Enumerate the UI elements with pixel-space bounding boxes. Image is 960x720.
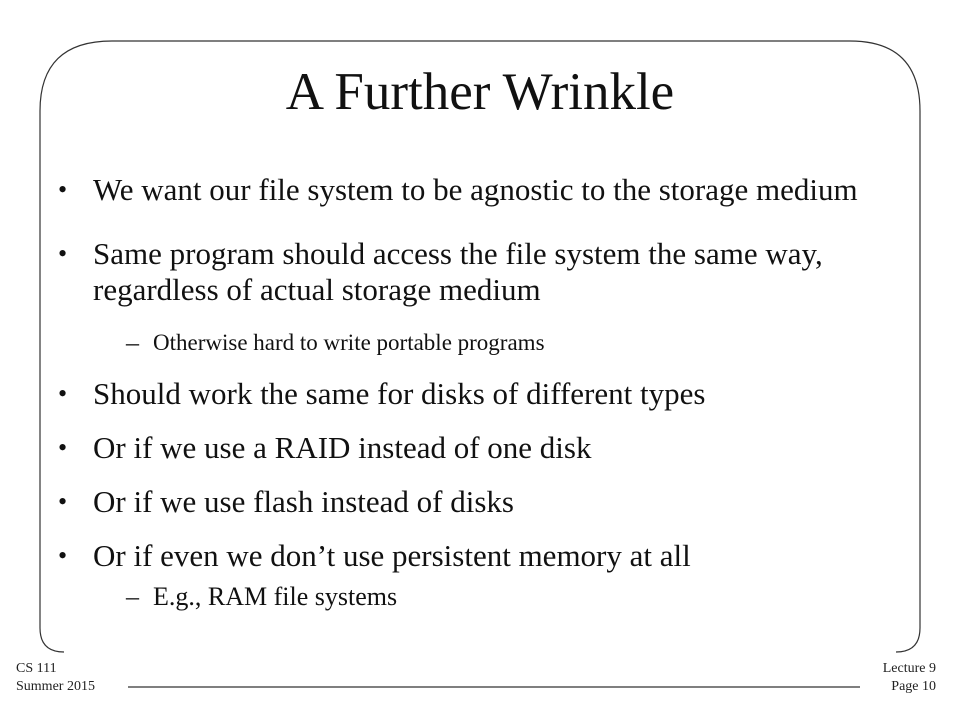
bullet-marker: •: [58, 175, 68, 204]
footer-lecture: Lecture 9: [882, 661, 936, 676]
bullet-text: Or if even we don’t use persistent memor…: [93, 538, 691, 573]
sub-item: – Otherwise hard to write portable progr…: [58, 328, 908, 358]
bullet-marker: •: [58, 239, 68, 268]
bullet-item: • Or if we use a RAID instead of one dis…: [58, 430, 908, 466]
bullet-marker: •: [58, 433, 68, 462]
bullet-text: Or if we use a RAID instead of one disk: [93, 430, 592, 465]
bullet-item: • We want our file system to be agnostic…: [58, 172, 908, 208]
bullet-text: Or if we use flash instead of disks: [93, 484, 514, 519]
bullet-text: Should work the same for disks of differ…: [93, 376, 706, 411]
footer-course-info: CS 111 Summer 2015: [16, 660, 95, 696]
bullet-text: Same program should access the file syst…: [93, 236, 823, 307]
sub-text: Otherwise hard to write portable program…: [153, 330, 545, 355]
bullet-item: • Or if we use flash instead of disks: [58, 484, 908, 520]
bullet-item: • Should work the same for disks of diff…: [58, 376, 908, 412]
sub-marker: –: [126, 328, 139, 357]
footer-page-number: Page 10: [891, 679, 936, 694]
footer-term: Summer 2015: [16, 679, 95, 694]
bullet-marker: •: [58, 541, 68, 570]
bullet-item: • Or if even we don’t use persistent mem…: [58, 538, 908, 574]
sub-text: E.g., RAM file systems: [153, 582, 398, 611]
bullet-marker: •: [58, 487, 68, 516]
sub-item: – E.g., RAM file systems: [58, 582, 908, 612]
footer-page-info: Lecture 9 Page 10: [883, 660, 936, 696]
slide-title: A Further Wrinkle: [285, 63, 675, 121]
sub-marker: –: [126, 582, 139, 611]
bullet-item: • Same program should access the file sy…: [58, 236, 908, 308]
bullet-text: We want our file system to be agnostic t…: [93, 172, 858, 207]
bullet-marker: •: [58, 379, 68, 408]
slide-content: • We want our file system to be agnostic…: [58, 172, 908, 612]
footer-course: CS 111: [16, 661, 57, 676]
